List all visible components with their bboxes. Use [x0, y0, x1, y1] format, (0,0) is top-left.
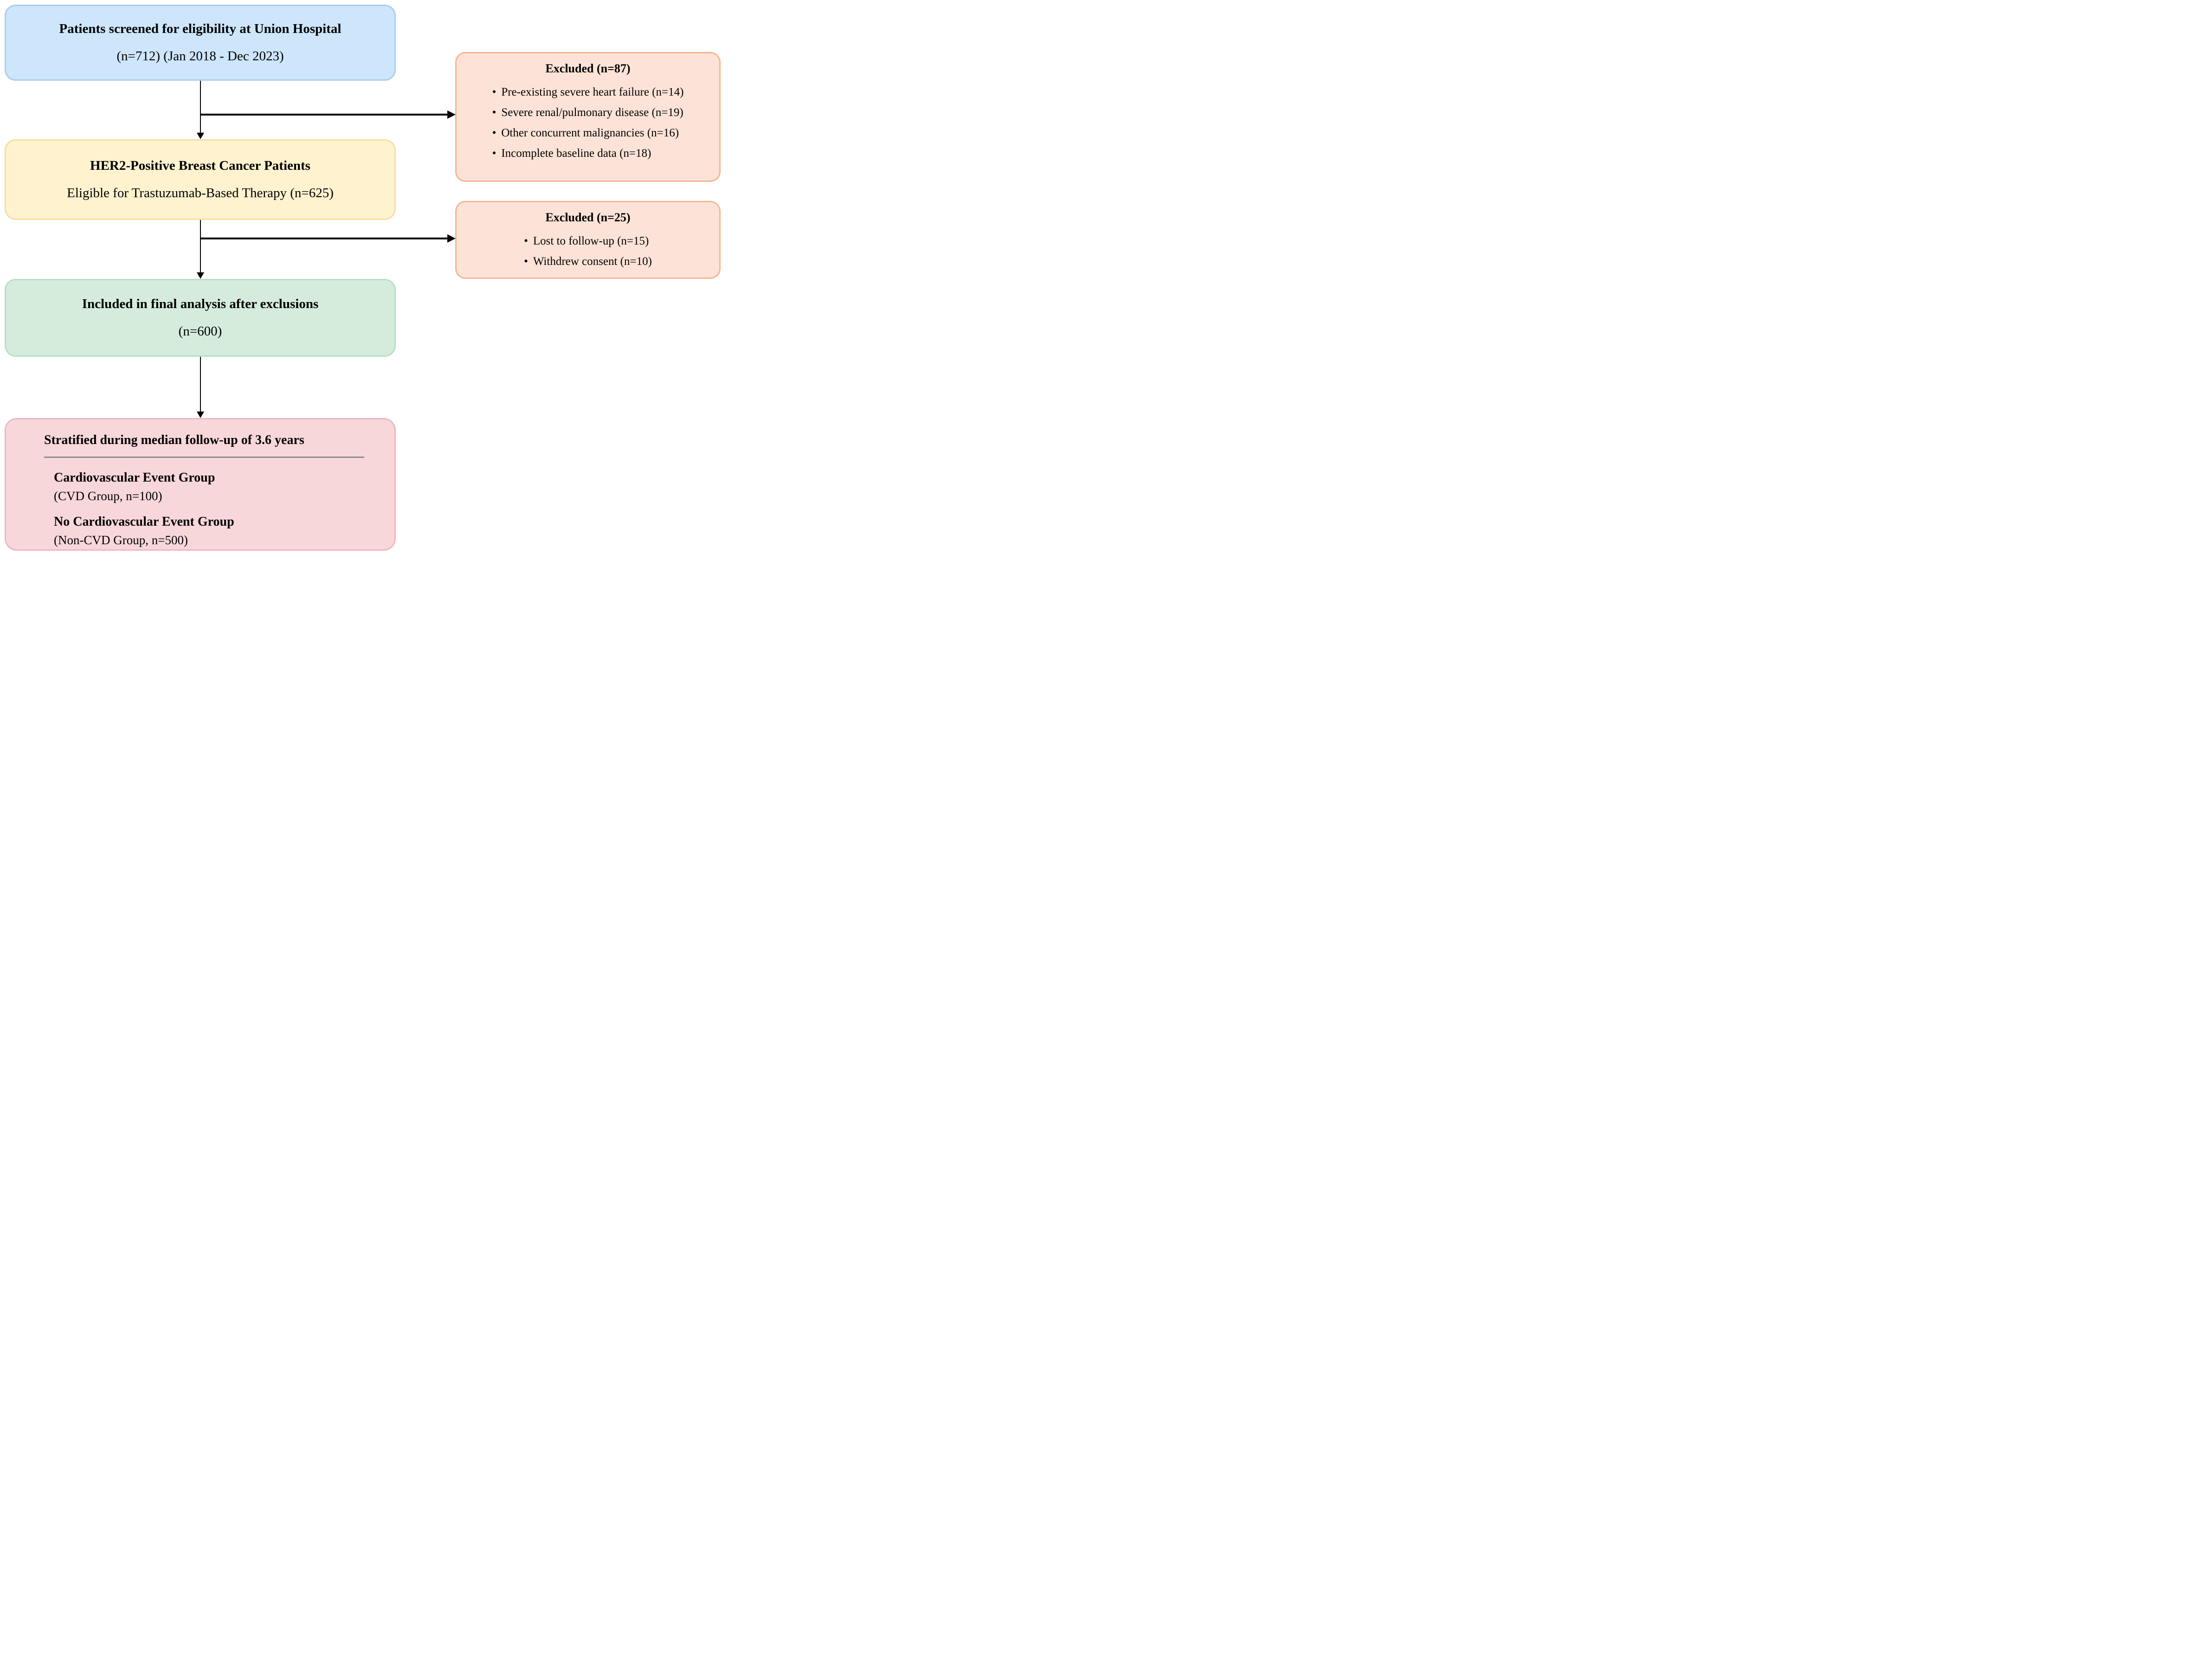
excluded-initial-item-text: Severe renal/pulmonary disease (n=19) — [501, 106, 683, 119]
excluded-followup-item-text: Withdrew consent (n=10) — [533, 255, 652, 268]
excluded-initial-item-text: Incomplete baseline data (n=18) — [501, 147, 651, 160]
cvd-group-name: Cardiovascular Event Group — [54, 470, 215, 485]
arrow-eligible-to-included-head-icon — [197, 272, 204, 279]
bullet-icon: • — [492, 147, 496, 160]
excluded-initial-item-text: Pre-existing severe heart failure (n=14) — [501, 85, 684, 98]
screened-title: Patients screened for eligibility at Uni… — [59, 21, 342, 36]
arrow-branch-excluded-initial-head-icon — [447, 110, 456, 119]
included-subtitle: (n=600) — [178, 324, 222, 339]
bullet-icon: • — [524, 255, 528, 268]
arrow-eligible-to-included-line — [200, 220, 201, 274]
included-title: Included in final analysis after exclusi… — [82, 296, 319, 311]
divider-line — [44, 456, 364, 458]
arrow-included-to-stratified-line — [200, 357, 201, 413]
arrow-included-to-stratified-head-icon — [197, 412, 204, 418]
arrow-branch-excluded-followup-line — [200, 238, 448, 239]
excluded-initial-item: • Pre-existing severe heart failure (n=14… — [492, 82, 684, 103]
eligible-subtitle: Eligible for Trastuzumab-Based Therapy (… — [67, 186, 334, 200]
excluded-initial-item: • Incomplete baseline data (n=18) — [492, 143, 684, 164]
eligible-title: HER2-Positive Breast Cancer Patients — [90, 158, 310, 173]
bullet-icon: • — [492, 106, 496, 119]
box-stratified: Stratified during median follow-up of 3.… — [5, 418, 396, 551]
excluded-followup-item: • Lost to follow-up (n=15) — [524, 231, 652, 251]
screened-subtitle: (n=712) (Jan 2018 - Dec 2023) — [116, 49, 284, 64]
arrow-screened-to-eligible-line — [200, 81, 201, 134]
bullet-icon: • — [492, 85, 496, 98]
box-excluded-followup: Excluded (n=25) • Lost to follow-up (n=15… — [455, 201, 721, 279]
stratified-heading: Stratified during median follow-up of 3.… — [44, 433, 304, 447]
box-excluded-initial: Excluded (n=87) • Pre-existing severe hea… — [455, 52, 721, 182]
arrow-screened-to-eligible-head-icon — [197, 133, 204, 139]
excluded-initial-list: • Pre-existing severe heart failure (n=14… — [492, 82, 684, 164]
patient-flow-diagram: Patients screened for eligibility at Uni… — [0, 0, 730, 560]
excluded-initial-heading: Excluded (n=87) — [545, 62, 631, 75]
excluded-initial-item: • Severe renal/pulmonary disease (n=19) — [492, 103, 684, 123]
box-included: Included in final analysis after exclusi… — [5, 279, 396, 357]
excluded-followup-item: • Withdrew consent (n=10) — [524, 251, 652, 272]
excluded-initial-item: • Other concurrent malignancies (n=16) — [492, 123, 684, 143]
bullet-icon: • — [492, 126, 496, 139]
cvd-group-detail: (CVD Group, n=100) — [54, 489, 162, 503]
arrow-branch-excluded-initial-line — [200, 114, 448, 116]
excluded-followup-item-text: Lost to follow-up (n=15) — [533, 234, 649, 247]
excluded-initial-item-text: Other concurrent malignancies (n=16) — [501, 126, 679, 139]
bullet-icon: • — [524, 234, 528, 247]
non-cvd-group-detail: (Non-CVD Group, n=500) — [54, 533, 188, 547]
excluded-followup-list: • Lost to follow-up (n=15) • Withdrew cons… — [524, 231, 652, 272]
excluded-followup-heading: Excluded (n=25) — [545, 211, 631, 224]
box-eligible: HER2-Positive Breast Cancer Patients Eli… — [5, 139, 396, 220]
arrow-branch-excluded-followup-head-icon — [447, 234, 456, 243]
non-cvd-group-name: No Cardiovascular Event Group — [54, 514, 234, 529]
box-screened: Patients screened for eligibility at Uni… — [5, 5, 396, 81]
